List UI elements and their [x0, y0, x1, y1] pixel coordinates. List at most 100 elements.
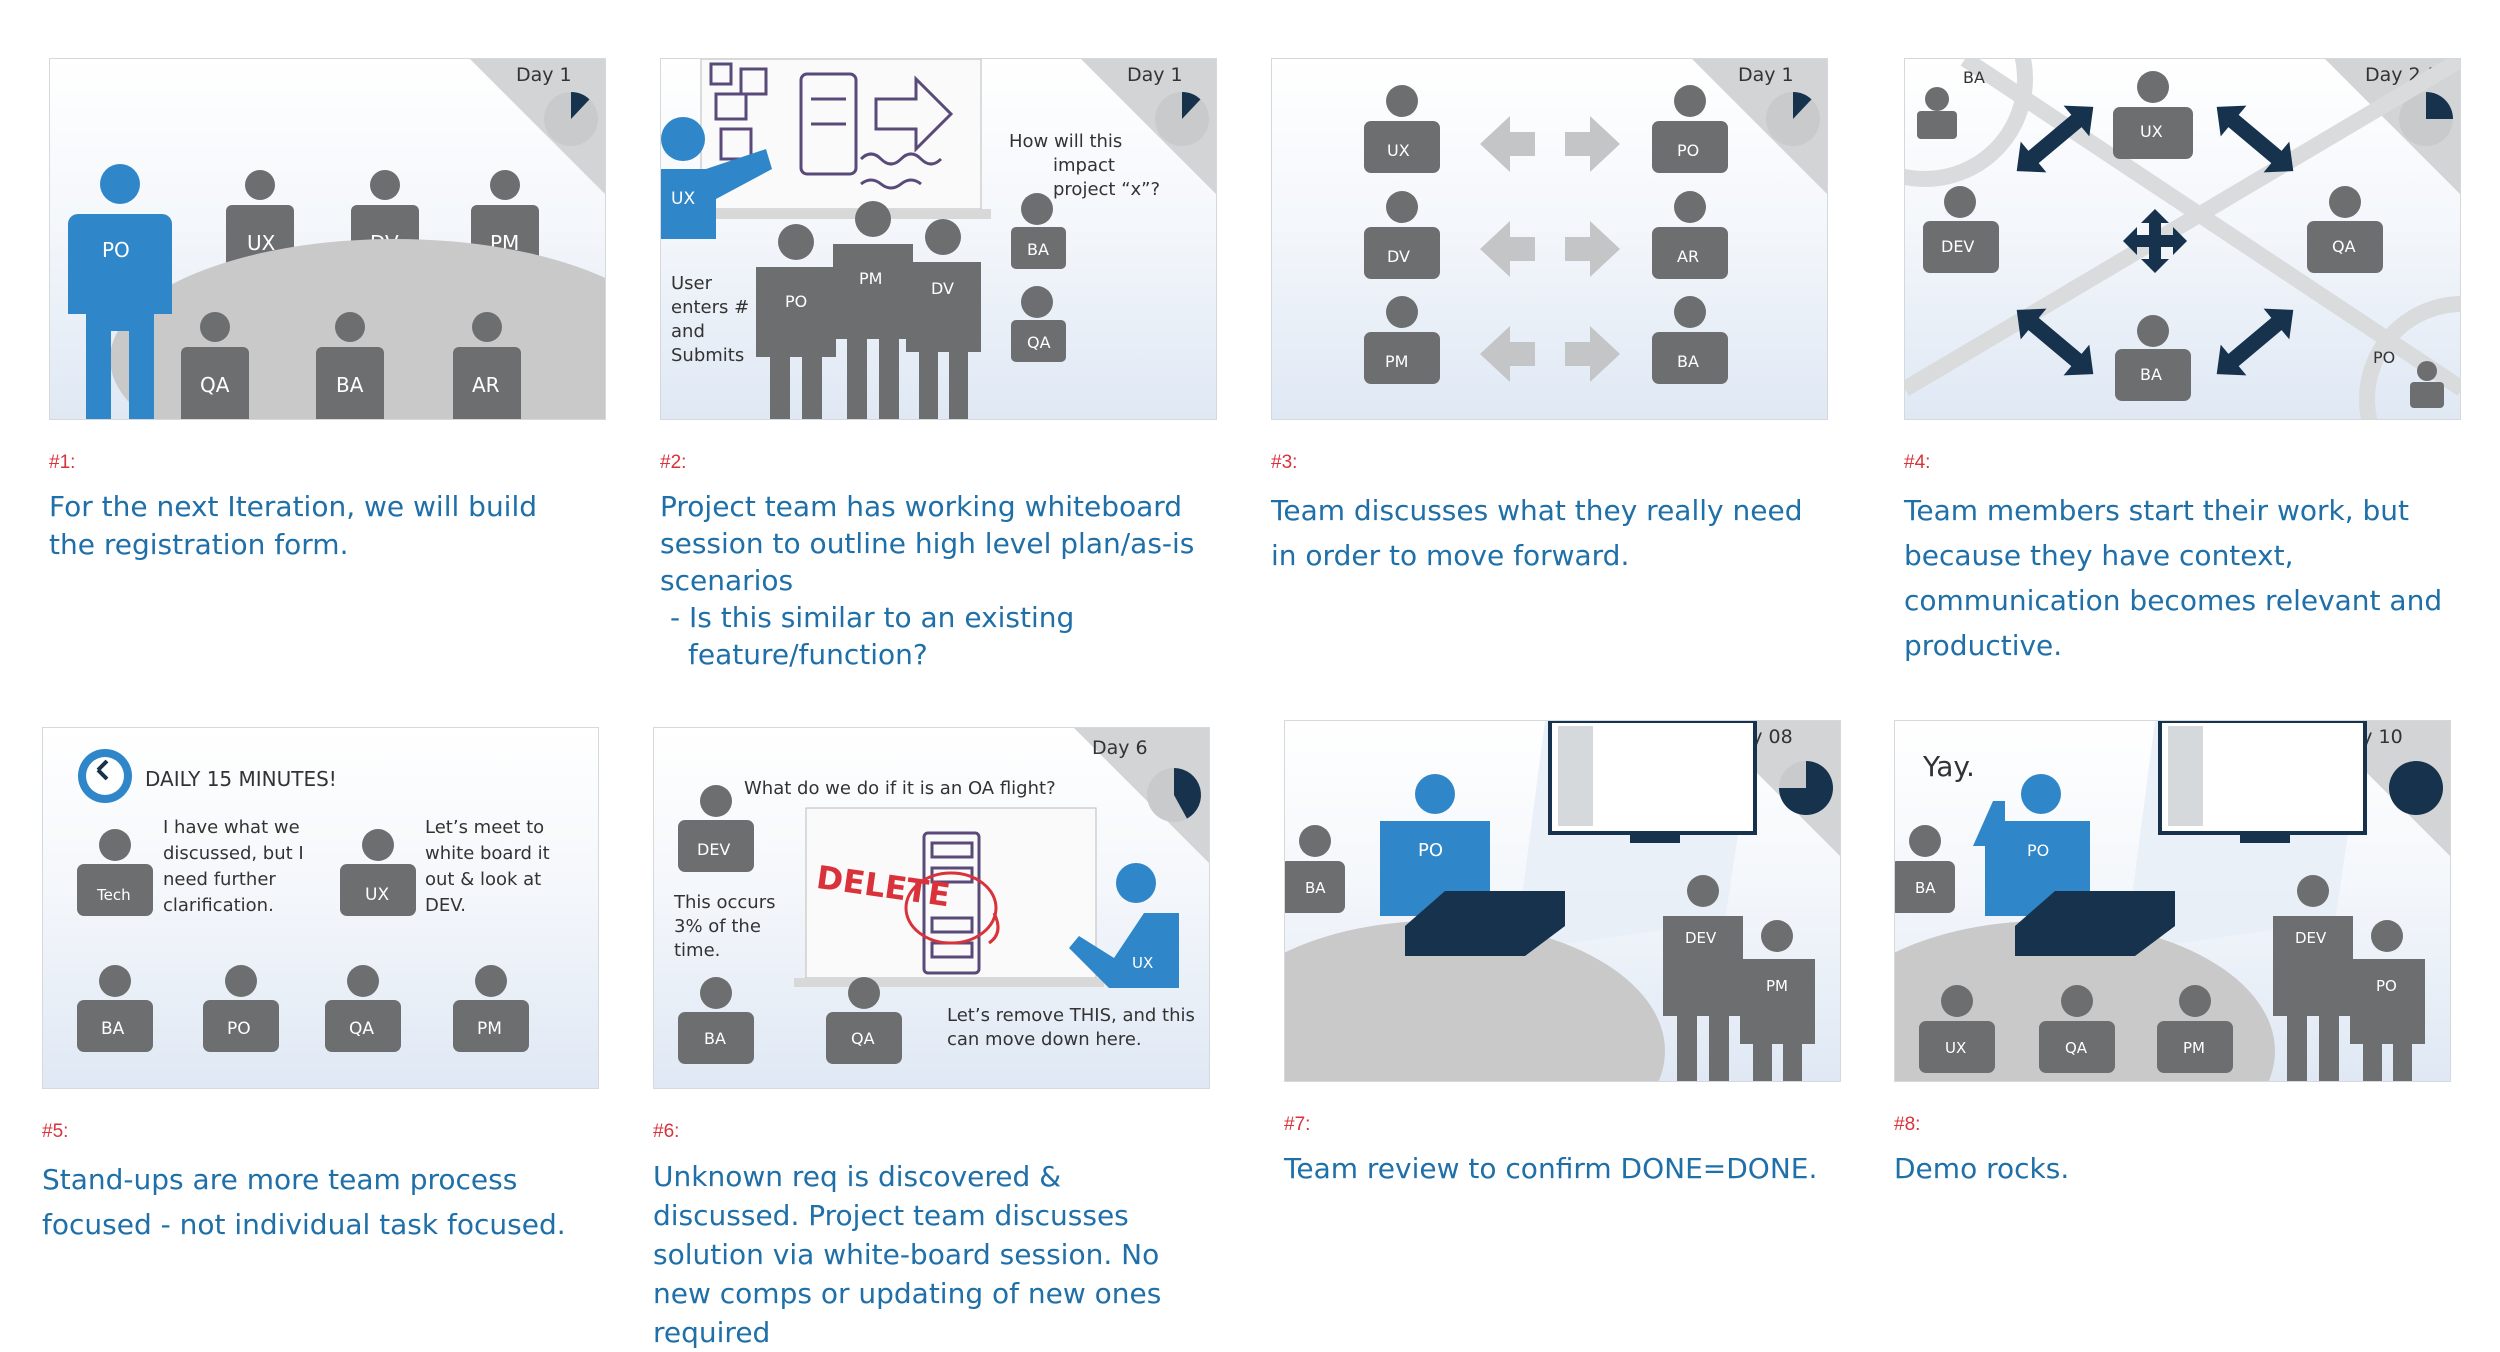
progress-slice [2426, 92, 2453, 119]
monitor-screen [1548, 721, 1757, 843]
step-caption: Stand-ups are more team process focused … [42, 1163, 566, 1241]
role-label: PM [477, 1019, 502, 1039]
caption-bullet-cont: feature/function? [688, 638, 928, 671]
role-label: DV [931, 279, 954, 298]
role-label: DEV [1941, 237, 1974, 256]
day-label: Day 1 [1738, 64, 1794, 86]
role-label: AR [1677, 247, 1699, 266]
speech-text: white board it [425, 843, 550, 864]
step-caption: Team members start their work, but becau… [1904, 494, 2443, 662]
note-text: This occurs [673, 892, 776, 913]
bubble-text: project “x”? [1053, 179, 1160, 200]
step-number: #5: [42, 1121, 69, 1142]
step-caption: For the next Iteration, we will build th… [49, 490, 538, 561]
step-number: #8: [1894, 1114, 1921, 1135]
role-label: UX [365, 885, 389, 905]
role-label: BA [1027, 240, 1049, 259]
person-ux [661, 117, 772, 239]
speech-text: out & look at [425, 869, 541, 890]
monitor-screen [2158, 721, 2367, 843]
role-label: PO [102, 238, 130, 262]
person-po-cheering [1973, 774, 2090, 916]
role-label: QA [851, 1029, 875, 1048]
clock-icon [78, 749, 132, 803]
caption-text: Project team has working whiteboard sess… [660, 490, 1195, 597]
role-label: PO [2373, 348, 2395, 367]
note-text: time. [674, 940, 720, 961]
panel-4: Day 2-5 BA UX DEV QA BA PO [1904, 58, 2461, 420]
role-label: BA [704, 1029, 726, 1048]
role-label: DEV [2295, 929, 2327, 947]
progress-slice [1182, 92, 1201, 119]
exchange-arrows [1480, 116, 1620, 382]
role-label: BA [1305, 879, 1326, 897]
panel-2: Day 1 UX How will this impact project “x… [660, 58, 1217, 420]
note-text: and [671, 321, 705, 342]
question-text: What do we do if it is an OA flight? [744, 778, 1056, 799]
role-label: UX [671, 189, 695, 209]
step-number: #1: [49, 452, 76, 473]
role-label: UX [1132, 954, 1153, 972]
step-number: #3: [1271, 452, 1298, 473]
role-label: PO [785, 292, 807, 311]
panel-3: Day 1 UX PO DV AR PM BA [1271, 58, 1828, 420]
progress-slice [1793, 92, 1812, 119]
meeting-table [1285, 921, 1665, 1081]
panel-8: Day 10 Yay. PO BA DEV PO UX QA PM [1894, 720, 2451, 1082]
step-caption: Team discusses what they really need in … [1271, 494, 1803, 572]
whiteboard [805, 807, 1097, 979]
people-grid [1364, 85, 1728, 384]
progress-slice [571, 92, 590, 119]
role-label: UX [1945, 1039, 1966, 1057]
speech-text: Let’s meet to [425, 817, 544, 838]
role-label: PM [1766, 977, 1788, 995]
role-label: QA [2065, 1039, 2088, 1057]
progress-slice [1779, 761, 1833, 815]
projector-device [2015, 891, 2175, 956]
role-label: PO [1677, 141, 1699, 160]
whiteboard-sketch [922, 831, 981, 975]
role-label: DEV [697, 840, 730, 859]
remark-text: can move down here. [947, 1029, 1142, 1050]
step-caption: Unknown req is discovered & discussed. P… [653, 1160, 1162, 1349]
role-label: BA [336, 373, 364, 397]
projector-device [1405, 891, 1565, 956]
role-label: UX [2140, 122, 2163, 141]
role-label: BA [101, 1019, 125, 1039]
panel-1: Day 1 UX DV PM PO QA BA AR [49, 58, 606, 420]
standing-group [756, 201, 981, 419]
day-label: Day 6 [1092, 737, 1148, 759]
bubble-text: impact [1053, 155, 1115, 176]
role-label: PO [1418, 840, 1443, 861]
role-label: UX [1387, 141, 1410, 160]
panel-5: DAILY 15 MINUTES! Tech UX BA PO QA PM I … [42, 727, 599, 1089]
note-text: Submits [671, 345, 744, 366]
progress-slice [1174, 768, 1201, 819]
role-label: PM [1385, 352, 1408, 371]
step-caption: Team review to confirm DONE=DONE. [1284, 1152, 1818, 1185]
role-label: BA [1963, 68, 1985, 87]
day-label: Day 1 [516, 64, 572, 86]
whiteboard [700, 59, 982, 210]
collaboration-arrows [2016, 105, 2294, 376]
bubble-text: How will this [1009, 131, 1122, 152]
panel-7: Day 08 PO BA DEV PM [1284, 720, 1841, 1082]
role-label: Tech [96, 886, 131, 904]
role-label: DEV [1685, 929, 1717, 947]
role-label: PO [2376, 977, 2397, 995]
day-label: Day 1 [1127, 64, 1183, 86]
progress-slice [2389, 761, 2443, 815]
panel-6: Day 6 What do we do if it is an OA fligh… [653, 727, 1210, 1089]
standup-title: DAILY 15 MINUTES! [145, 767, 337, 791]
role-label: BA [1915, 879, 1936, 897]
role-label: BA [1677, 352, 1699, 371]
whiteboard-sketch [709, 62, 954, 190]
role-label: BA [2140, 365, 2162, 384]
role-label: PM [859, 269, 882, 288]
standup-people [77, 829, 529, 1052]
person-po [68, 164, 172, 419]
role-label: QA [349, 1019, 374, 1039]
step-number: #6: [653, 1121, 680, 1142]
role-label: QA [1027, 333, 1051, 352]
speech-text: DEV. [425, 895, 466, 916]
